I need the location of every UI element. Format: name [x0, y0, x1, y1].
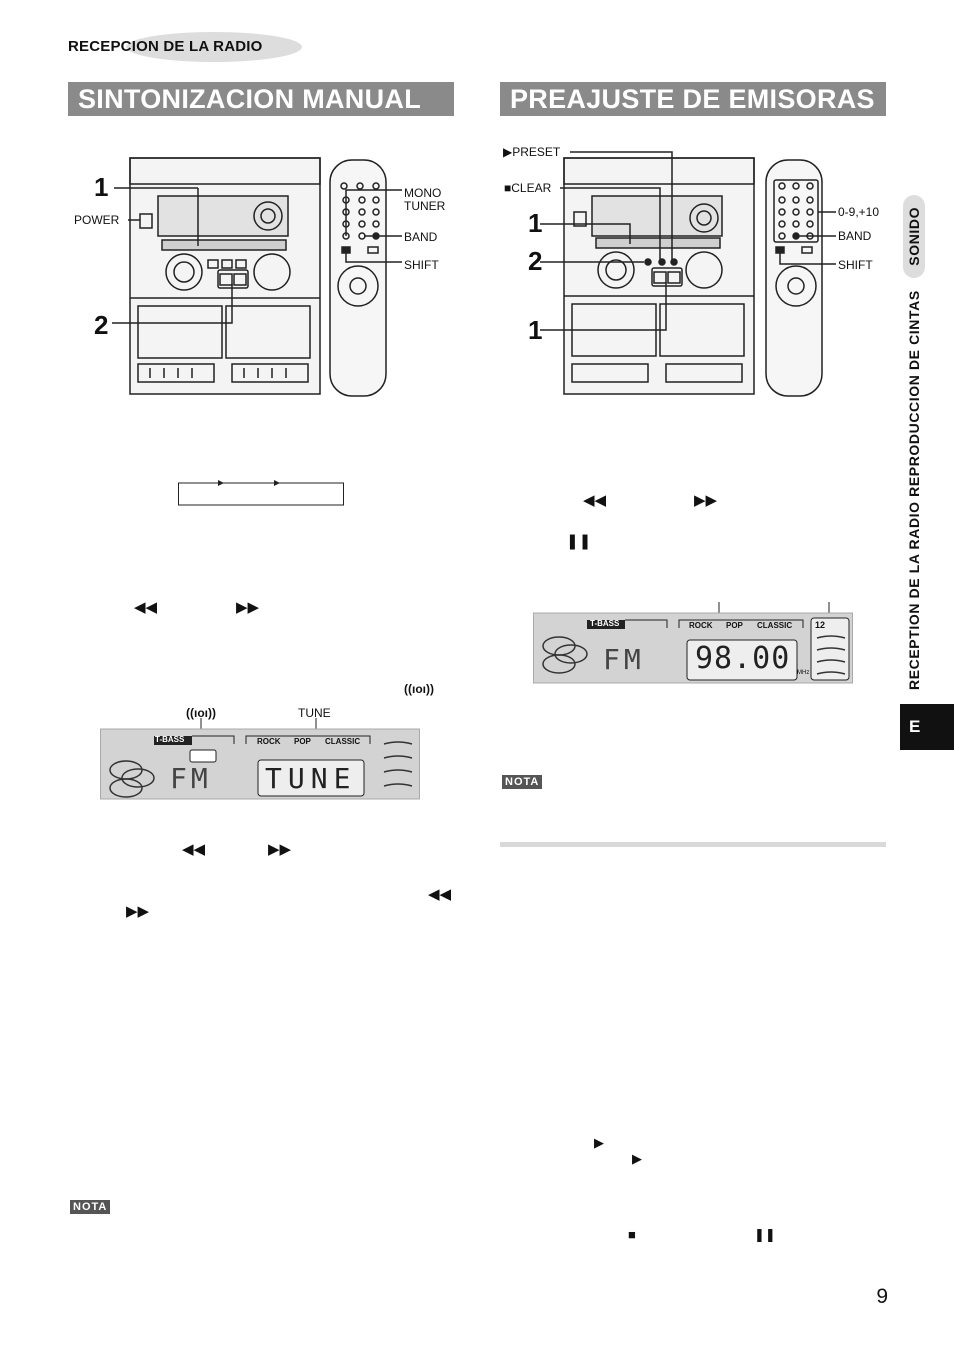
- preset-display-right: [533, 602, 853, 684]
- pop-label: POP: [294, 737, 311, 746]
- pause-icon: ❚❚: [566, 533, 592, 550]
- power-label: POWER: [74, 213, 120, 227]
- rewind-icon: ◀◀: [134, 599, 158, 616]
- nota-badge-left: NOTA: [70, 1197, 111, 1215]
- step-1a-marker: 1: [528, 208, 543, 238]
- stop-icon: ■: [504, 181, 512, 195]
- classic-label-right: CLASSIC: [757, 621, 793, 630]
- fast-forward-icon-2: ▶▶: [268, 841, 292, 858]
- play-icon-2: ▶: [594, 1135, 604, 1150]
- step-1b-marker: 1: [528, 315, 543, 345]
- tbass-label: T-BASS: [155, 735, 185, 744]
- step-1-marker: 1: [94, 172, 109, 202]
- sidebar-sonido: SONIDO: [903, 194, 925, 278]
- clear-label: ■CLEAR: [504, 181, 552, 195]
- band-label-right: BAND: [838, 229, 872, 243]
- stereo-system-illustration-left: [112, 157, 402, 397]
- pop-label-right: POP: [726, 621, 743, 630]
- fast-forward-icon: ▶▶: [236, 599, 260, 616]
- band-cycle-diagram: [178, 480, 344, 506]
- fast-forward-icon-right: ▶▶: [694, 492, 718, 509]
- tbass-label-right: T-BASS: [590, 619, 620, 628]
- band-label: BAND: [404, 230, 438, 244]
- section-divider: [500, 842, 886, 847]
- stereo-icon: ((ıoı)): [404, 682, 434, 696]
- rock-label: ROCK: [257, 737, 281, 746]
- display-frequency: 98.00: [695, 641, 791, 676]
- step-2-marker: 2: [94, 310, 109, 340]
- play-icon: ▶: [503, 145, 513, 159]
- page-number: 9: [876, 1285, 888, 1308]
- fast-forward-icon-3: ▶▶: [126, 903, 150, 920]
- tuning-display-left: [100, 718, 420, 800]
- display-tune-text: TUNE: [265, 762, 357, 795]
- step-2-marker-right: 2: [528, 246, 543, 276]
- shift-label: SHIFT: [404, 258, 439, 272]
- rewind-icon-right: ◀◀: [583, 492, 607, 509]
- preset-label: ▶PRESET: [503, 145, 561, 159]
- play-icon-3: ▶: [632, 1151, 642, 1166]
- display-band-text: FM: [170, 762, 212, 795]
- classic-label: CLASSIC: [325, 737, 361, 746]
- tuner-label: TUNER: [404, 199, 446, 213]
- rewind-icon-3: ◀◀: [428, 886, 452, 903]
- language-tab: E: [900, 704, 954, 750]
- pause-icon-2: ❚❚: [754, 1227, 776, 1242]
- stereo-system-illustration-right: [540, 151, 836, 397]
- tune-label: TUNE: [298, 706, 331, 720]
- display-band-text-right: FM: [603, 643, 645, 676]
- right-title: PREAJUSTE DE EMISORAS: [500, 82, 886, 116]
- nota-badge-right: NOTA: [502, 772, 543, 790]
- rock-label-right: ROCK: [689, 621, 713, 630]
- rewind-icon-2: ◀◀: [182, 841, 206, 858]
- display-stereo-label: ((ıoı)): [186, 706, 216, 720]
- shift-label-right: SHIFT: [838, 258, 873, 272]
- number-keys-label: 0-9,+10: [838, 205, 880, 219]
- display-unit: MHz: [797, 670, 810, 676]
- stop-icon-2: ■: [628, 1227, 636, 1242]
- section-label: RECEPCION DE LA RADIO: [68, 32, 302, 62]
- mono-label: MONO: [404, 186, 442, 200]
- left-title: SINTONIZACION MANUAL: [68, 82, 454, 116]
- display-preset-number: 12: [815, 620, 826, 630]
- sidebar-vertical-text: RECEPTION DE LA RADIO REPRODUCCION DE CI…: [903, 194, 925, 690]
